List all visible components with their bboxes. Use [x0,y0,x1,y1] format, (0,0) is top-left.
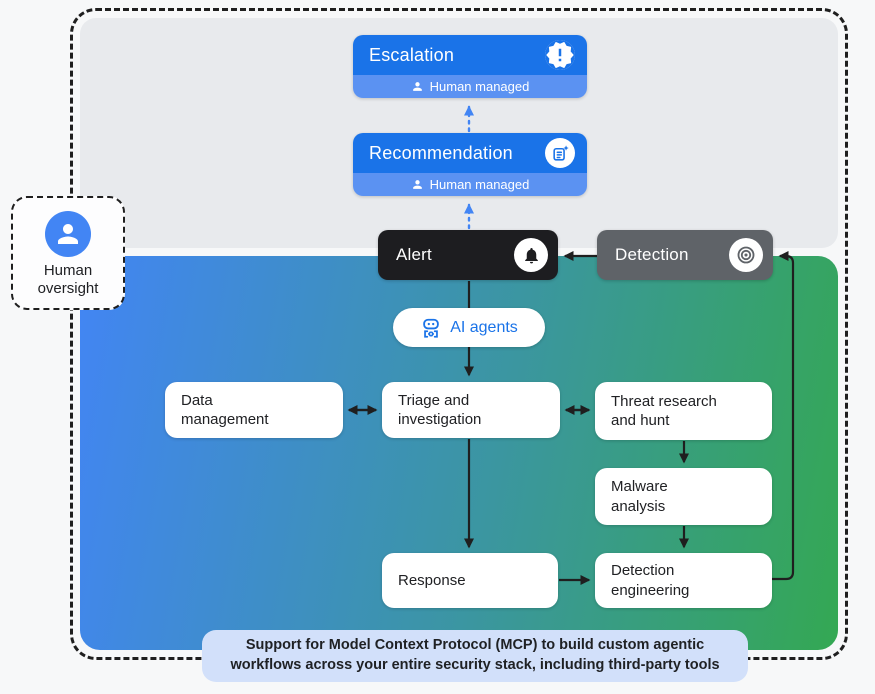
mcp-note-text: Support for Model Context Protocol (MCP)… [230,637,720,673]
response-label: Response [398,571,466,589]
data-management-node: Data management [165,382,343,438]
detection-engineering-node: Detection engineering [595,553,772,608]
escalation-badge-label: Human managed [429,79,530,94]
mcp-note: Support for Model Context Protocol (MCP)… [202,630,748,682]
ai-agents-pill: AI agents [393,308,545,347]
threat-research-label: Threat research and hunt [611,392,717,429]
escalation-label: Escalation [369,44,455,65]
escalation-node: Escalation Human managed [353,35,587,98]
detection-node: Detection [597,230,773,280]
recommendation-header: Recommendation [353,133,587,173]
data-management-label: Data management [181,391,269,428]
recommendation-node: Recommendation Human managed [353,133,587,196]
triage-investigation-node: Triage and investigation [382,382,560,438]
escalation-header: Escalation [353,35,587,75]
recommendation-human-managed-badge: Human managed [353,173,587,196]
escalation-human-managed-badge: Human managed [353,75,587,98]
recommendation-badge-label: Human managed [429,177,530,192]
bell-icon [514,238,548,272]
triage-investigation-label: Triage and investigation [398,391,482,428]
human-oversight-label: Human oversight [37,262,99,297]
malware-analysis-node: Malware analysis [595,468,772,525]
bullseye-icon [729,238,763,272]
response-node: Response [382,553,558,608]
person-icon [412,82,422,91]
person-icon [412,180,422,189]
malware-analysis-label: Malware analysis [611,478,668,515]
robot-icon [423,318,439,338]
detection-engineering-label: Detection engineering [611,562,690,599]
human-oversight-node: Human oversight [11,196,125,310]
recommendation-label: Recommendation [369,142,513,163]
threat-research-node: Threat research and hunt [595,382,772,440]
ai-agents-label: AI agents [450,318,518,336]
summarize-spark-icon [545,138,575,168]
alert-label: Alert [396,245,432,264]
detection-label: Detection [615,245,689,264]
new-releases-icon [545,40,575,70]
person-icon [45,211,91,257]
alert-node: Alert [378,230,558,280]
